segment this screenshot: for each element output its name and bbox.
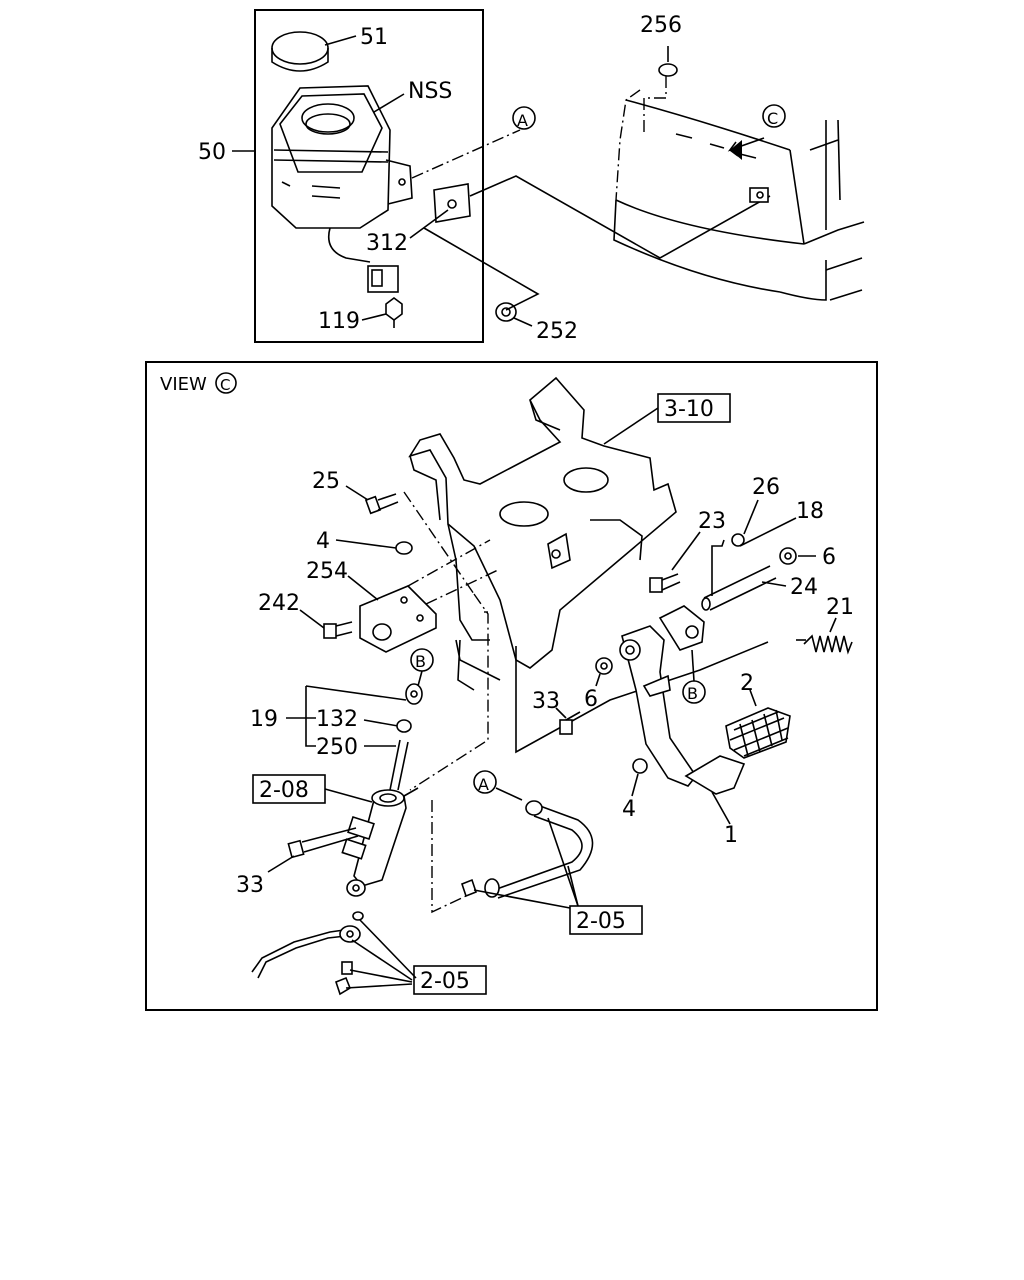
cab-front-view: [613, 89, 865, 301]
callout-23: 23: [698, 509, 726, 534]
plug-256: [658, 46, 678, 77]
callout-50: 50: [198, 140, 226, 165]
clutch-pedal-arm: [619, 605, 705, 787]
callout-6-upper: 6: [822, 545, 836, 570]
bolt-242: [323, 621, 353, 639]
ref-2-05-upper: 2-05: [576, 909, 626, 934]
callout-254: 254: [306, 559, 348, 584]
clevis-pin: [405, 683, 423, 705]
callout-256: 256: [640, 13, 682, 38]
callout-24: 24: [790, 575, 818, 600]
pedal-pad-holder: [684, 755, 746, 795]
marker-b-right: B: [687, 684, 698, 703]
pedal-shaft-24: [701, 565, 777, 611]
ref-3-10: 3-10: [664, 397, 714, 422]
rivet-4-upper: [395, 541, 413, 555]
callout-252: 252: [536, 319, 578, 344]
callout-33-right: 33: [532, 689, 560, 714]
clutch-master-cylinder: [341, 787, 419, 897]
callout-nss: NSS: [408, 79, 452, 104]
callout-312: 312: [366, 231, 408, 256]
view-c-frame: [145, 361, 878, 1011]
marker-a-top: A: [517, 111, 528, 130]
callout-2: 2: [740, 671, 754, 696]
pedal-pad-2: [725, 707, 791, 759]
bolt-33-left: [287, 827, 359, 859]
marker-c-top: C: [767, 109, 778, 128]
callout-132: 132: [316, 707, 358, 732]
reservoir-hose: [461, 800, 594, 899]
marker-b-left: B: [415, 652, 426, 671]
collar-6-upper: [779, 547, 797, 565]
pedal-bracket: [408, 376, 677, 691]
pushrod: [389, 739, 409, 791]
callout-51: 51: [360, 25, 388, 50]
ref-2-05-lower: 2-05: [420, 969, 470, 994]
plate-254: [359, 585, 437, 653]
ref-2-08: 2-08: [259, 778, 309, 803]
nut-132: [396, 719, 412, 733]
ref-box-2-05-upper: [569, 905, 643, 935]
marker-a-hose: A: [478, 775, 489, 794]
callout-250: 250: [316, 735, 358, 760]
bushing-4-lower: [632, 758, 648, 774]
callout-26: 26: [752, 475, 780, 500]
bolt-33-right: [559, 711, 581, 735]
callout-4-lower: 4: [622, 797, 636, 822]
ref-box-2-05-lower: [413, 965, 487, 995]
collar-6-lower: [595, 657, 613, 675]
reservoir-detail-frame: [254, 9, 484, 343]
callout-1: 1: [724, 823, 738, 848]
view-arrow-head: [730, 140, 742, 160]
callout-119: 119: [318, 309, 360, 334]
callout-19: 19: [250, 707, 278, 732]
callout-18: 18: [796, 499, 824, 524]
callout-242: 242: [258, 591, 300, 616]
callout-25: 25: [312, 469, 340, 494]
callout-33-left: 33: [236, 873, 264, 898]
reservoir-cap: [271, 31, 329, 72]
view-label: VIEW: [160, 374, 207, 395]
hydraulic-pipe: [251, 911, 364, 996]
view-label-circle: C: [220, 376, 230, 394]
bolt-119: [385, 297, 403, 328]
bolt-23: [649, 573, 681, 593]
washer-26: [731, 533, 745, 547]
bolt-25: [364, 493, 399, 515]
callout-4-upper: 4: [316, 529, 330, 554]
return-spring-21: [796, 634, 853, 655]
bracket-plate: [433, 183, 471, 223]
callout-6-lower: 6: [584, 687, 598, 712]
fluid-reservoir: [271, 85, 413, 293]
callout-21: 21: [826, 595, 854, 620]
